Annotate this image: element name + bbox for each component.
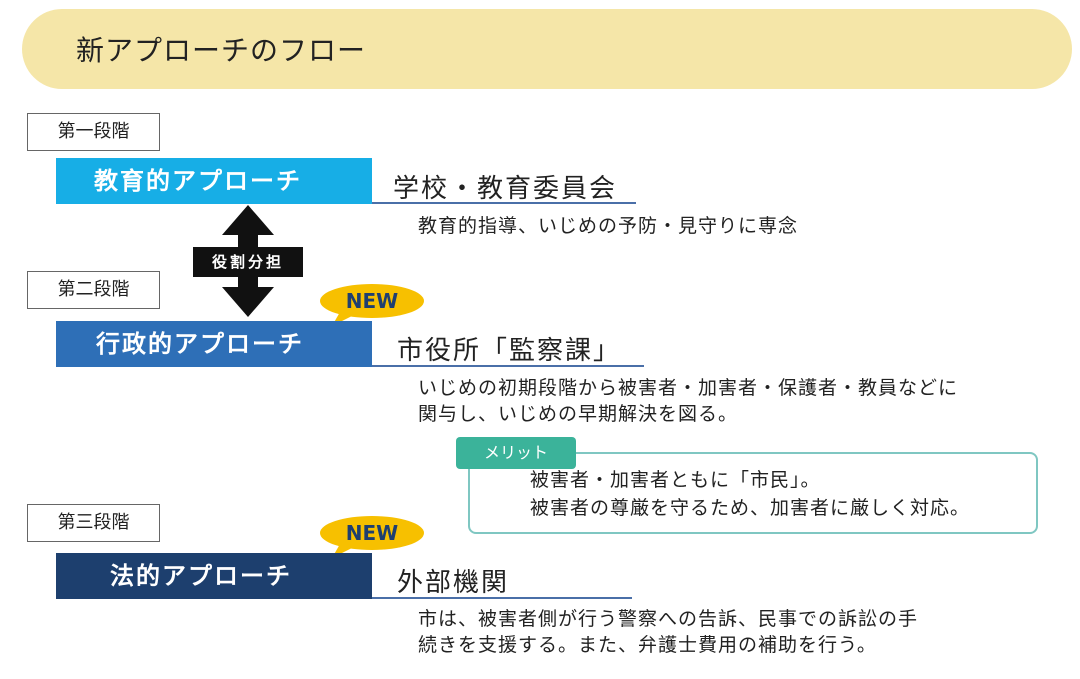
stage-2-underline (372, 365, 644, 367)
role-division-label: 役割分担 (193, 247, 303, 277)
merit-text: 被害者・加害者ともに「市民」。 被害者の尊厳を守るため、加害者に厳しく対応。 (530, 466, 970, 522)
stage-3-underline (372, 597, 632, 599)
stage-2-new-badge: NEW (320, 284, 424, 326)
new-label: NEW (345, 289, 399, 313)
merit-tag: メリット (456, 437, 576, 469)
header-banner: 新アプローチのフロー (22, 9, 1072, 89)
stage-3-description: 市は、被害者側が行う警察への告訴、民事での訴訟の手 続きを支援する。また、弁護士… (418, 606, 918, 658)
stage-1-description-line: 教育的指導、いじめの予防・見守りに専念 (418, 215, 799, 237)
stage-3-approach-band: 法的アプローチ (56, 553, 372, 599)
stage-2-organization: 市役所「監察課」 (397, 336, 622, 366)
stage-3-description-line: 市は、被害者側が行う警察への告訴、民事での訴訟の手 (418, 608, 919, 630)
merit-line: 被害者の尊厳を守るため、加害者に厳しく対応。 (530, 497, 971, 519)
stage-2-approach-band: 行政的アプローチ (56, 321, 372, 367)
stage-3-organization: 外部機関 (397, 568, 510, 598)
stage-3-label: 第三段階 (27, 504, 160, 542)
merit-line: 被害者・加害者ともに「市民」。 (530, 469, 821, 491)
stage-3-approach: 法的アプローチ (110, 562, 292, 590)
stage-1-description: 教育的指導、いじめの予防・見守りに専念 (418, 213, 798, 239)
stage-1-underline (372, 202, 636, 204)
stage-3-new-badge: NEW (320, 516, 424, 558)
page-title: 新アプローチのフロー (76, 34, 367, 67)
stage-1-label: 第一段階 (27, 113, 160, 151)
stage-1-approach-band: 教育的アプローチ (56, 158, 372, 204)
stage-1-approach: 教育的アプローチ (94, 167, 302, 195)
stage-1-organization: 学校・教育委員会 (393, 174, 618, 204)
stage-2-description-line: 関与し、いじめの早期解決を図る。 (418, 403, 739, 425)
stage-2-description-line: いじめの初期段階から被害者・加害者・保護者・教員などに (418, 377, 959, 399)
new-label: NEW (345, 521, 399, 545)
stage-2-description: いじめの初期段階から被害者・加害者・保護者・教員などに 関与し、いじめの早期解決… (418, 375, 958, 427)
stage-2-label: 第二段階 (27, 271, 160, 309)
stage-2-approach: 行政的アプローチ (96, 330, 304, 358)
stage-3-description-line: 続きを支援する。また、弁護士費用の補助を行う。 (418, 634, 877, 656)
